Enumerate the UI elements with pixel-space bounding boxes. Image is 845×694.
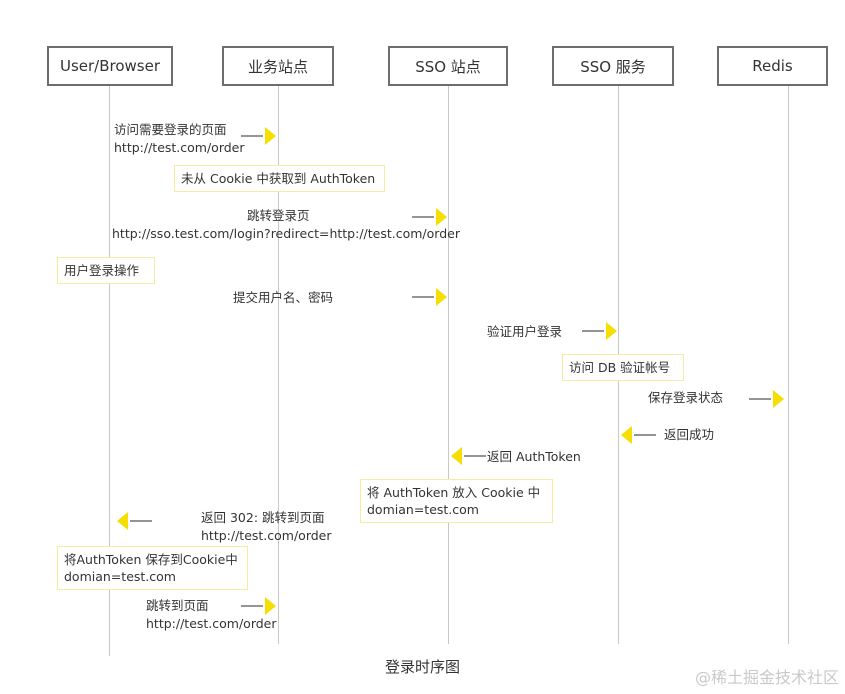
message-url: http://test.com/order xyxy=(114,140,245,155)
message-visit-page: 访问需要登录的页面 http://test.com/order xyxy=(114,121,245,157)
arrow-right-icon xyxy=(412,208,447,226)
lifeline-business-site xyxy=(278,86,279,644)
watermark: @稀土掘金技术社区 xyxy=(694,668,839,687)
note-text: 将 AuthToken 放入 Cookie 中 xyxy=(367,485,541,500)
lifeline-sso-site xyxy=(448,86,449,644)
message-redirect-login-label: 跳转登录页 xyxy=(247,208,310,223)
arrow-left-icon xyxy=(451,447,486,465)
arrow-right-icon xyxy=(749,390,784,408)
message-return-authtoken: 返回 AuthToken xyxy=(487,449,581,464)
note-domain: domian=test.com xyxy=(367,502,479,517)
actor-sso-service: SSO 服务 xyxy=(552,46,674,86)
arrow-right-icon xyxy=(241,597,276,615)
note-text: 用户登录操作 xyxy=(64,263,140,278)
message-url: http://test.com/order xyxy=(201,528,332,543)
message-return-success: 返回成功 xyxy=(664,427,715,442)
note-domain: domian=test.com xyxy=(64,569,176,584)
note-text: 访问 DB 验证帐号 xyxy=(569,360,671,375)
lifeline-redis xyxy=(788,86,789,644)
note-save-cookie: 将AuthToken 保存到Cookie中 domian=test.com xyxy=(57,546,248,590)
arrow-right-icon xyxy=(582,322,617,340)
note-no-authtoken: 未从 Cookie 中获取到 AuthToken xyxy=(174,165,385,192)
message-redirect-login-url: http://sso.test.com/login?redirect=http:… xyxy=(112,226,460,241)
note-text: 将AuthToken 保存到Cookie中 xyxy=(64,552,238,567)
message-verify-login: 验证用户登录 xyxy=(487,324,563,339)
message-jump-page: 跳转到页面 http://test.com/order xyxy=(146,597,277,633)
actor-business-site: 业务站点 xyxy=(222,46,334,86)
note-user-login-action: 用户登录操作 xyxy=(57,257,155,284)
arrow-right-icon xyxy=(412,288,447,306)
message-label: 返回 302: 跳转到页面 xyxy=(201,510,325,525)
arrow-left-icon xyxy=(621,426,656,444)
arrow-left-icon xyxy=(117,512,152,530)
message-url: http://test.com/order xyxy=(146,616,277,631)
note-db-verify: 访问 DB 验证帐号 xyxy=(562,354,684,381)
lifeline-user-browser xyxy=(109,86,110,656)
diagram-caption: 登录时序图 xyxy=(384,658,460,676)
message-label: 访问需要登录的页面 xyxy=(114,122,227,137)
message-save-login-state: 保存登录状态 xyxy=(648,390,724,405)
arrow-right-icon xyxy=(241,127,276,145)
actor-user-browser: User/Browser xyxy=(47,46,173,86)
message-submit-credentials: 提交用户名、密码 xyxy=(233,290,334,305)
actor-sso-site: SSO 站点 xyxy=(388,46,508,86)
note-text: 未从 Cookie 中获取到 AuthToken xyxy=(181,171,376,186)
actor-redis: Redis xyxy=(717,46,828,86)
message-label: 跳转到页面 xyxy=(146,598,209,613)
message-return-302: 返回 302: 跳转到页面 http://test.com/order xyxy=(201,509,332,545)
note-put-cookie: 将 AuthToken 放入 Cookie 中 domian=test.com xyxy=(360,479,553,523)
